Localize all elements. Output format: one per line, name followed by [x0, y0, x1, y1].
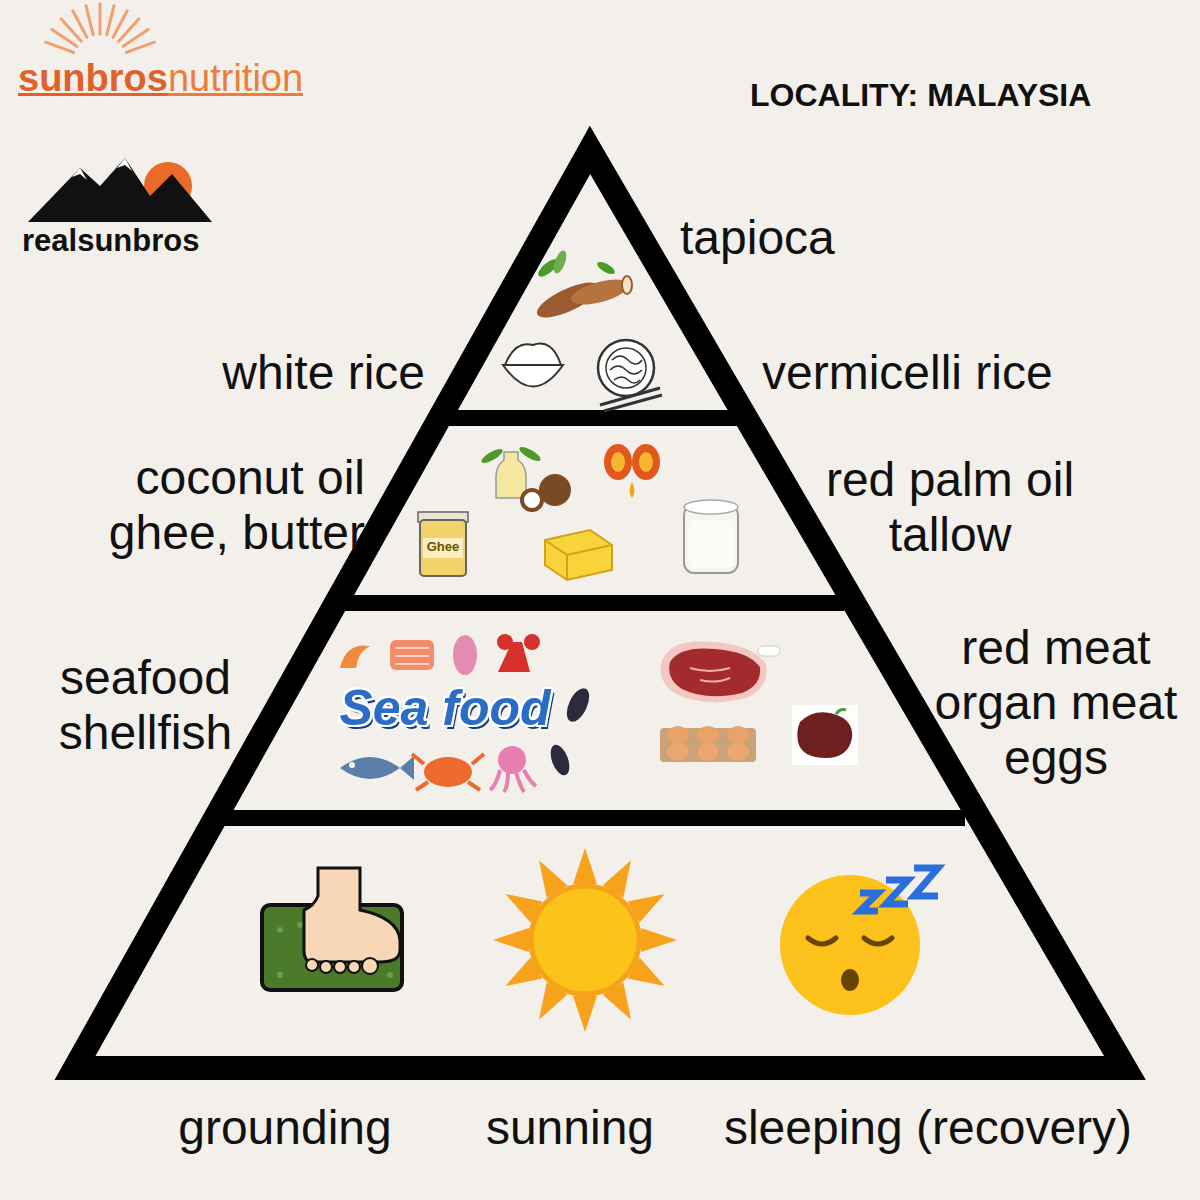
tier-label: coconut oil ghee, butter: [55, 450, 365, 560]
tier-label: sunning: [440, 1100, 700, 1155]
locality-heading: LOCALITY: MALAYSIA: [750, 76, 1091, 114]
pyramid-tier: groundingsunningsleeping (recovery): [0, 818, 1200, 1180]
brand-name: sunbros: [18, 56, 168, 102]
pyramid-tier: tapioca white rice vermicelli rice: [0, 100, 1200, 418]
tier-label: red palm oil tallow: [800, 452, 1100, 562]
tier-label: vermicelli rice: [762, 345, 1182, 400]
brand-name: nutrition: [168, 56, 303, 102]
tier-label: red meat organ meat eggs: [920, 620, 1192, 786]
tier-label: white rice: [120, 345, 425, 400]
pyramid-tier: coconut oil ghee, butterGhee red palm oil…: [0, 418, 1200, 603]
seafood-title: Sea food: [320, 680, 570, 738]
jar-label: Ghee: [418, 540, 468, 555]
tier-label: tapioca: [680, 210, 1000, 265]
tier-label: sleeping (recovery): [700, 1100, 1156, 1155]
tier-label: grounding: [135, 1100, 435, 1155]
tier-label: seafood shellfish: [28, 650, 263, 760]
pyramid-tier: seafood shellfish Sea food red meat organ …: [0, 603, 1200, 818]
brand-name: realsunbros: [22, 222, 199, 259]
